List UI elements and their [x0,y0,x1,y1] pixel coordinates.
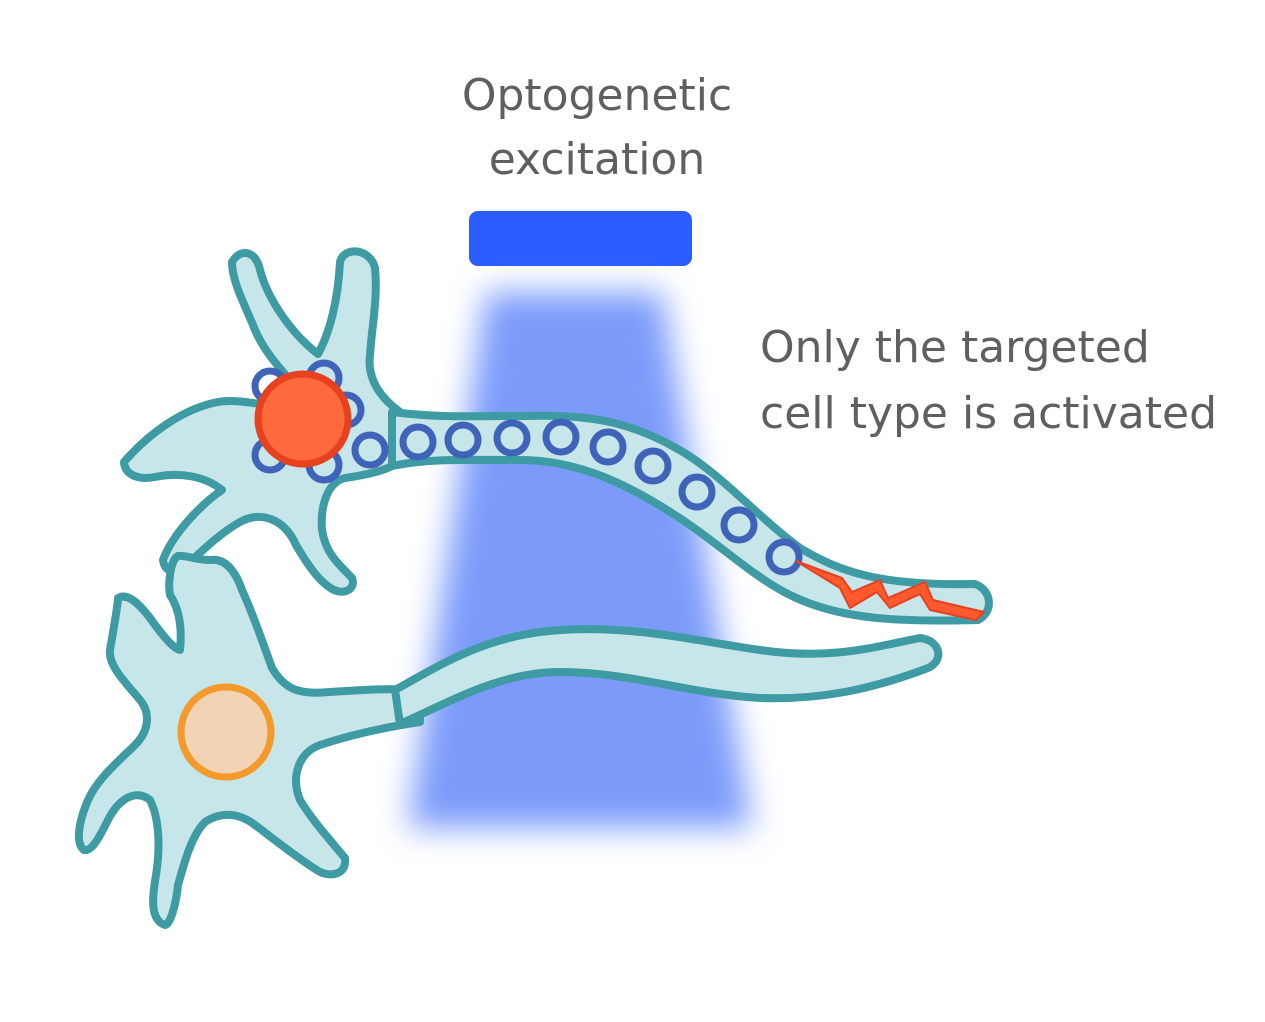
light-source-icon [469,211,692,266]
title-line-2: excitation [489,134,705,185]
channel-ring [542,418,580,456]
light-beam [408,292,752,828]
targeted-neuron-axon [388,408,993,625]
channel-ring [678,473,716,511]
non-targeted-neuron-axon [391,625,943,728]
channel-ring [720,506,758,544]
note-line-2: cell type is activated [760,388,1217,439]
channel-ring [634,447,672,485]
channel-ring [765,538,803,576]
channel-ring [589,428,627,466]
inactive-nucleus [177,683,275,781]
channel-ring [493,419,531,457]
channel-ring [399,423,437,461]
note-line-1: Only the targeted [760,322,1150,373]
title-line-1: Optogenetic [462,70,732,121]
lightning-spike-icon [795,560,985,621]
active-nucleus [254,370,352,468]
channel-ring [444,421,482,459]
channel-ring [351,431,389,469]
